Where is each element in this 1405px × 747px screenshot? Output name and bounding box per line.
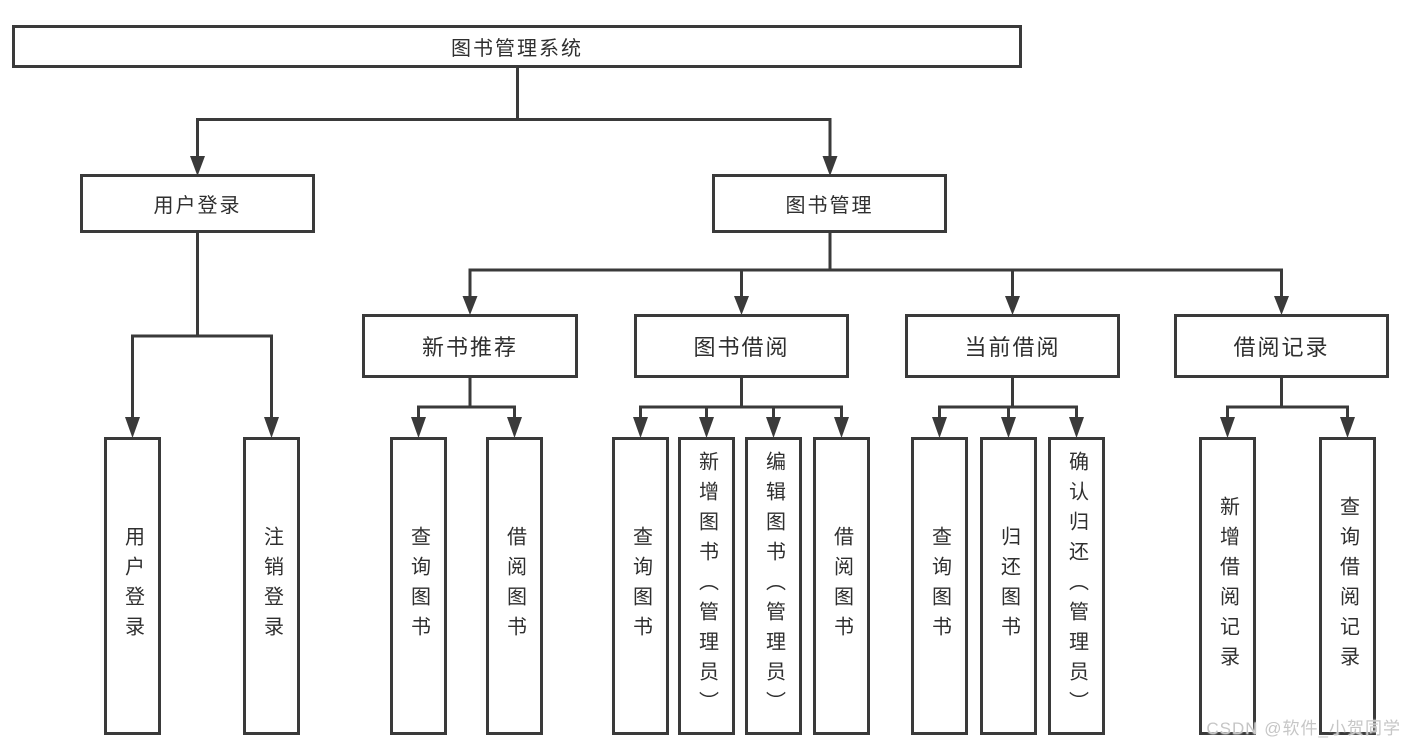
leaf-add-book-admin: 新增图书（管理员）	[678, 437, 735, 735]
node-label: 借阅记录	[1233, 335, 1330, 360]
node-label: 新增借阅记录	[1216, 496, 1239, 676]
node-root-system: 图书管理系统	[12, 25, 1022, 68]
node-label: 用户登录	[153, 195, 242, 217]
node-label: 查询图书	[407, 526, 430, 646]
node-label: 新增图书（管理员）	[695, 451, 718, 721]
node-current-borrowing: 当前借阅	[905, 314, 1120, 378]
node-book-borrowing: 图书借阅	[634, 314, 849, 378]
node-user-login: 用户登录	[80, 174, 315, 233]
node-label: 查询图书	[928, 526, 951, 646]
leaf-borrow-books-recommend: 借阅图书	[486, 437, 543, 735]
node-new-book-recommend: 新书推荐	[362, 314, 578, 378]
leaf-user-login: 用户登录	[104, 437, 161, 735]
leaf-logout: 注销登录	[243, 437, 300, 735]
node-label: 图书管理系统	[451, 38, 583, 60]
node-label: 当前借阅	[964, 335, 1061, 360]
leaf-borrow-books-borrowing: 借阅图书	[813, 437, 870, 735]
node-label: 查询图书	[629, 526, 652, 646]
node-label: 编辑图书（管理员）	[762, 451, 785, 721]
csdn-watermark: CSDN @软件_小贺同学	[1206, 719, 1401, 738]
node-book-management: 图书管理	[712, 174, 947, 233]
leaf-query-books-borrowing: 查询图书	[612, 437, 669, 735]
node-label: 图书管理	[785, 195, 874, 217]
node-label: 用户登录	[121, 526, 144, 646]
node-label: 注销登录	[260, 526, 283, 646]
node-label: 归还图书	[997, 526, 1020, 646]
node-label: 新书推荐	[421, 335, 518, 360]
node-label: 图书借阅	[693, 335, 790, 360]
node-label: 借阅图书	[503, 526, 526, 646]
leaf-query-books-current: 查询图书	[911, 437, 968, 735]
node-label: 确认归还（管理员）	[1065, 451, 1088, 721]
leaf-query-books-recommend: 查询图书	[390, 437, 447, 735]
leaf-return-book: 归还图书	[980, 437, 1037, 735]
leaf-confirm-return-admin: 确认归还（管理员）	[1048, 437, 1105, 735]
leaf-query-borrow-record: 查询借阅记录	[1319, 437, 1376, 735]
leaf-edit-book-admin: 编辑图书（管理员）	[745, 437, 802, 735]
leaf-add-borrow-record: 新增借阅记录	[1199, 437, 1256, 735]
node-label: 查询借阅记录	[1336, 496, 1359, 676]
node-label: 借阅图书	[830, 526, 853, 646]
node-borrow-records: 借阅记录	[1174, 314, 1389, 378]
